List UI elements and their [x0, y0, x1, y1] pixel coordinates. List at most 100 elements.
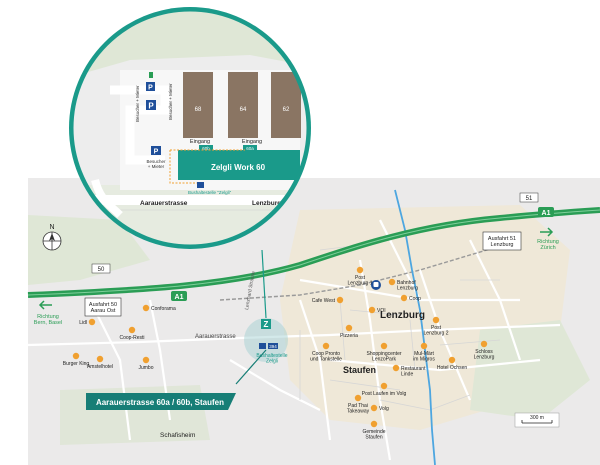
poi-marker-icon — [96, 355, 104, 363]
parking-icon-2: P — [146, 100, 156, 111]
poi-label: Pizzeria — [340, 333, 358, 339]
poi-label: Conforama — [151, 306, 176, 312]
poi-marker-icon — [128, 326, 136, 334]
svg-text:50: 50 — [98, 267, 105, 273]
svg-text:60a: 60a — [246, 146, 254, 151]
svg-text:Zelgli Work 60: Zelgli Work 60 — [211, 163, 266, 172]
poi-9: Coop — [400, 294, 421, 302]
poi-21: Hotel Ochsen — [437, 356, 468, 371]
scale-bar: 300 m — [514, 412, 560, 428]
junction-51-marker: 51 — [519, 192, 539, 203]
svg-text:N: N — [49, 224, 54, 231]
parking-note-2: Besucher + Mieter — [168, 83, 173, 120]
poi-label: Burger King — [63, 361, 90, 367]
svg-text:Lenzburg: Lenzburg — [252, 200, 281, 207]
svg-text:P: P — [148, 85, 153, 92]
poi-3: Burger King — [63, 352, 90, 367]
poi-marker-icon — [370, 404, 378, 412]
town-staufen: Staufen — [343, 365, 376, 375]
poi-0: Lidl — [79, 318, 96, 326]
bus-number-badge — [268, 343, 278, 349]
poi-marker-icon — [345, 324, 353, 332]
svg-text:68: 68 — [195, 107, 202, 113]
poi-marker-icon — [448, 356, 456, 364]
building-68 — [183, 72, 213, 138]
poi-marker-icon — [400, 294, 408, 302]
poi-marker-icon — [420, 342, 428, 350]
poi-1: Conforama — [142, 304, 176, 312]
parking-note-1: Besucher + Mieter — [135, 85, 140, 122]
inset-bus-stop-label: Bushaltestelle "Zelgli" — [188, 190, 232, 195]
green-area — [470, 320, 590, 420]
svg-text:Eingang: Eingang — [190, 139, 210, 145]
poi-marker-icon — [368, 306, 376, 314]
svg-text:Z: Z — [264, 320, 269, 329]
inset-bus-stop-icon — [197, 182, 204, 188]
poi-label: Jumbo — [138, 365, 153, 371]
poi-marker-icon — [336, 296, 344, 304]
poi-label: Coop — [409, 296, 421, 302]
svg-text:Aarauerstrasse 60a / 60b, Stau: Aarauerstrasse 60a / 60b, Staufen — [96, 398, 224, 407]
poi-marker-icon — [432, 316, 440, 324]
svg-text:51: 51 — [526, 196, 533, 202]
svg-text:Eingang: Eingang — [242, 139, 262, 145]
poi-11: Pizzeria — [340, 324, 358, 339]
train-station-icon — [371, 280, 381, 290]
poi-15: Post Laufen im Volg — [362, 382, 406, 397]
poi-marker-icon — [392, 364, 400, 372]
address-banner: Aarauerstrasse 60a / 60b, Staufen — [86, 393, 236, 410]
poi-marker-icon — [72, 352, 80, 360]
poi-marker-icon — [322, 342, 330, 350]
town-lenzburg: Lenzburg — [380, 310, 425, 321]
a1-shield-left: A1 — [171, 291, 187, 301]
svg-text:300 m: 300 m — [530, 415, 544, 421]
building-zelgli-work-60 — [178, 150, 300, 180]
junction-50-marker: 50 — [91, 263, 111, 274]
building-62 — [271, 72, 301, 138]
road-label-aarauer: Aarauerstrasse — [195, 334, 236, 340]
poi-label: Hotel Ochsen — [437, 365, 468, 371]
town-schafisheim: Schafisheim — [160, 432, 195, 439]
poi-label: Amstelhotel — [87, 364, 113, 370]
svg-text:P: P — [148, 102, 154, 111]
poi-label: Lidl — [79, 320, 87, 326]
river — [394, 189, 436, 465]
fuel-icon — [149, 72, 153, 78]
poi-label: Volg — [379, 406, 389, 412]
svg-text:Aarauerstrasse: Aarauerstrasse — [140, 200, 188, 207]
svg-text:60b: 60b — [202, 146, 210, 151]
poi-label: Coop-Resti — [119, 335, 144, 341]
poi-marker-icon — [380, 342, 388, 350]
streets — [299, 244, 501, 411]
poi-marker-icon — [356, 266, 364, 274]
poi-17: Volg — [370, 404, 389, 412]
poi-marker-icon — [354, 394, 362, 402]
poi-4: Amstelhotel — [87, 355, 113, 370]
svg-text:A1: A1 — [175, 294, 184, 301]
parking-note-3: Besucher+ Mieter — [146, 159, 166, 169]
green-area — [28, 215, 150, 285]
poi-marker-icon — [388, 278, 396, 286]
